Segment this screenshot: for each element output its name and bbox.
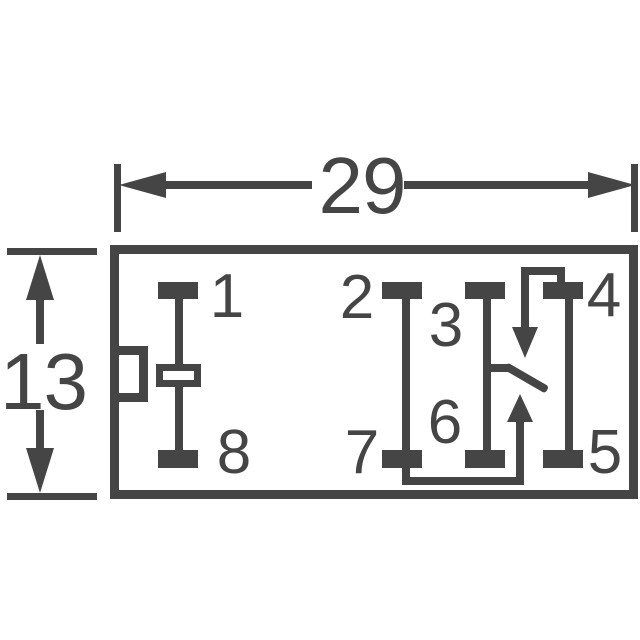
- upper-path-horizontal: [521, 267, 565, 275]
- pin-3-label: 3: [428, 291, 464, 360]
- arrowhead-down-icon: [26, 448, 54, 493]
- pin-3-6-lead: [483, 298, 491, 451]
- pin-4-pad: [543, 282, 583, 299]
- switch-blade: [503, 362, 550, 394]
- height-extension-line-bottom: [7, 493, 97, 500]
- pin-2-7-lead: [402, 298, 410, 451]
- pin-1-label: 1: [209, 262, 245, 331]
- switch-pivot-stub: [483, 364, 509, 372]
- pin-2-label: 2: [339, 263, 375, 332]
- width-dim-shaft-left: [164, 181, 312, 189]
- width-extension-line-right: [631, 164, 638, 232]
- coil-lead-top: [175, 297, 183, 367]
- pin-5-pad: [543, 450, 583, 468]
- height-dim-shaft-lower: [36, 410, 44, 450]
- pin-8-label: 8: [216, 418, 252, 487]
- pin-1-pad: [158, 282, 198, 299]
- pin-4-label: 4: [586, 261, 622, 330]
- height-dimension-label: 13: [0, 337, 88, 426]
- contact-arrow-up-icon: [507, 394, 533, 422]
- width-dimension-label: 29: [318, 141, 407, 230]
- width-dim-shaft-right: [404, 181, 590, 189]
- upper-path-riser: [557, 267, 565, 284]
- lower-path-riser: [516, 420, 524, 485]
- arrowhead-right-icon: [588, 172, 635, 198]
- height-extension-line-top: [7, 248, 97, 255]
- pin-5-label: 5: [587, 418, 623, 487]
- pin-7-pad: [382, 450, 422, 468]
- arrowhead-up-icon: [26, 255, 54, 300]
- mounting-notch: [110, 346, 148, 402]
- pin-3-pad: [465, 282, 505, 299]
- lower-path-horizontal: [402, 477, 524, 485]
- pin-7-label: 7: [344, 418, 380, 487]
- height-dim-shaft-upper: [36, 298, 44, 344]
- coil-lead-bottom: [175, 385, 183, 451]
- contact-arrow-down-icon: [512, 327, 538, 358]
- pin-2-pad: [382, 282, 422, 299]
- coil-symbol: [156, 364, 201, 387]
- pin-6-label: 6: [427, 388, 463, 457]
- width-extension-line-left: [114, 164, 121, 232]
- pin-4-5-lead: [565, 298, 573, 451]
- arrowhead-left-icon: [119, 172, 166, 198]
- upper-path-dropper: [521, 267, 529, 329]
- lower-path-stub: [402, 466, 410, 485]
- pin-8-pad: [158, 450, 198, 468]
- pin-6-pad: [465, 450, 505, 468]
